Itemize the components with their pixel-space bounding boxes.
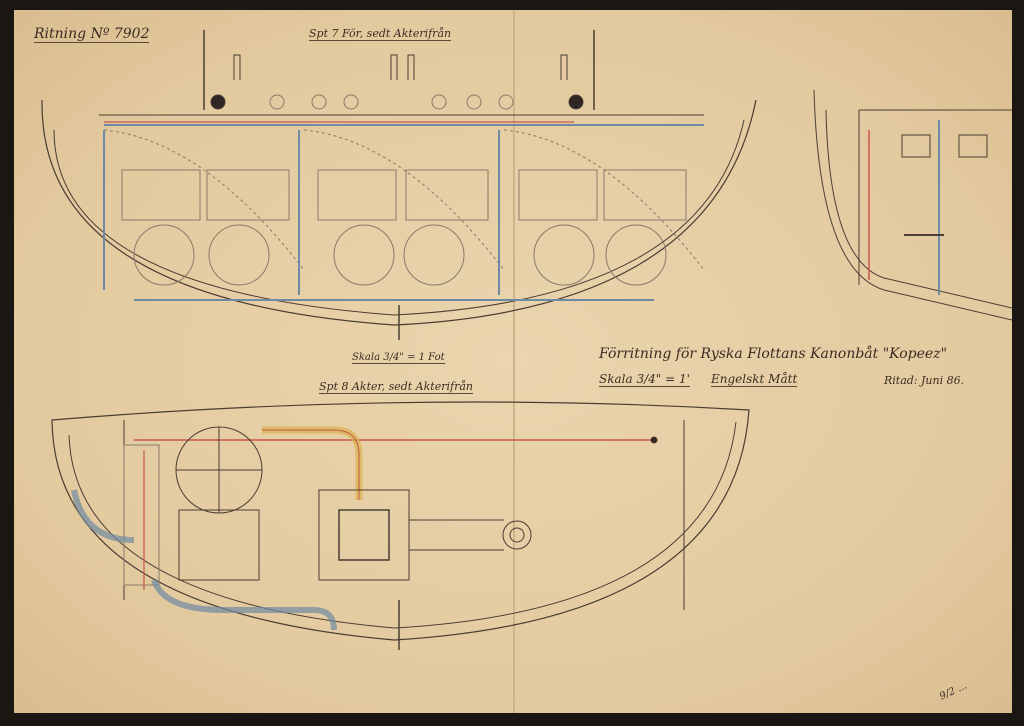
bottom-view-title: Spt 8 Akter, sedt Akterifrån (319, 380, 473, 394)
hull-section-right (813, 89, 1012, 321)
title-block-date: Ritad: Juni 86. (884, 374, 965, 387)
title-block-title: Förritning för Ryska Flottans Kanonbåt "… (599, 346, 948, 362)
title-block-units: Engelskt Mått (711, 372, 798, 387)
engineering-drawing (41, 10, 1012, 713)
drawing-sheet: Ritning Nº 7902 Spt 7 För, sedt Akterifr… (14, 10, 1012, 713)
hull-section-top (41, 30, 757, 340)
top-view-title: Spt 7 För, sedt Akterifrån (309, 27, 452, 41)
hull-section-bottom (51, 401, 750, 650)
scale-label: Skala 3/4" = 1 Fot (352, 352, 445, 364)
drawing-number: Ritning Nº 7902 (34, 26, 150, 43)
title-block-scale: Skala 3/4" = 1' (599, 372, 690, 387)
